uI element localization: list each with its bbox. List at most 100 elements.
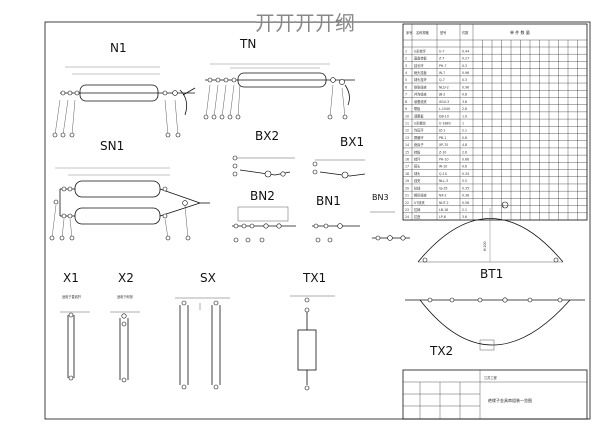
assembly-sn1: SN1 — [49, 139, 210, 241]
bom-cell-r15-c1: 15 — [405, 150, 409, 154]
bom-cell-r8-c1: 8 — [405, 100, 407, 104]
label-sn1: SN1 — [100, 139, 124, 153]
bom-header-count: 件数 — [462, 30, 469, 35]
bom-cell-r9-c3: L-1040 — [439, 107, 450, 111]
assembly-bx1: BX1 — [312, 135, 366, 179]
bom-cell-r5-c4: 0.3 — [462, 78, 467, 82]
bom-cell-r22-c3: NUT-2 — [439, 201, 449, 205]
bom-cell-r16-c2: 挂环 — [414, 157, 420, 162]
bom-cell-r8-c4: 3.8 — [462, 100, 467, 104]
label-tn: TN — [239, 37, 256, 51]
bom-cell-r24-c3: LP-6 — [439, 215, 446, 219]
bom-cell-r20-c1: 20 — [405, 186, 409, 190]
bom-cell-r2-c2: 直角挂板 — [414, 56, 428, 61]
bom-cell-r21-c2: 楔形线夹 — [414, 193, 428, 198]
bom-header-model: 型号 — [440, 30, 446, 35]
label-bn2: BN2 — [250, 189, 275, 203]
bt1-arc — [417, 218, 564, 263]
label-bn3: BN3 — [372, 193, 389, 202]
bom-cell-r20-c4: 0.35 — [462, 186, 469, 190]
bom-cell-r11-c3: U-1880 — [439, 121, 451, 125]
bom-cell-r11-c2: U形螺丝 — [414, 120, 427, 125]
bom-cell-r11-c4: 1 — [462, 121, 464, 125]
bom-cell-r10-c4: 1.9 — [462, 114, 467, 118]
label-x2: X2 — [118, 271, 134, 285]
assembly-tn: TN — [203, 37, 355, 120]
bom-cell-r4-c2: 碗头挂板 — [414, 70, 428, 75]
title-project: 江苏工程 — [484, 375, 498, 380]
bom-cell-r1-c1: 1 — [405, 49, 407, 53]
bom-cell-r10-c1: 10 — [405, 114, 409, 118]
bom-table-frame — [402, 23, 588, 221]
bom-cell-r22-c1: 22 — [405, 201, 409, 205]
bom-cell-r6-c2: 耐张线夹 — [414, 84, 428, 89]
bom-cell-r6-c1: 6 — [405, 85, 407, 89]
bom-cell-r11-c1: 11 — [405, 121, 409, 125]
bom-cell-r9-c4: 2.8 — [462, 107, 467, 111]
bom-cell-r23-c4: 2.1 — [462, 208, 467, 212]
bom-cell-r23-c1: 23 — [405, 208, 409, 212]
bom-cell-r16-c4: 0.66 — [462, 158, 469, 162]
label-sx: SX — [200, 271, 216, 285]
insulator-tx1 — [297, 329, 317, 371]
bt1-callout: 1 — [502, 204, 504, 208]
bom-cell-r13-c3: PB-1 — [439, 136, 446, 140]
bom-cell-r14-c4: 4.8 — [462, 143, 467, 147]
bom-cell-r2-c3: Z-7 — [439, 57, 444, 61]
assembly-tx1: TX1 — [290, 271, 335, 391]
bom-cell-r24-c4: 3.6 — [462, 215, 467, 219]
assembly-bt1: 1 H:200 BT1 — [417, 201, 564, 281]
label-n1: N1 — [110, 41, 127, 55]
bom-cell-r8-c3: XGU-3 — [439, 100, 449, 104]
insulator-string-sn1-lower — [74, 207, 161, 225]
bom-cell-r18-c3: Q-10 — [439, 172, 447, 176]
bom-cell-r7-c4: 0.8 — [462, 93, 467, 97]
bom-cell-r12-c4: 2.1 — [462, 129, 467, 133]
bom-cell-r3-c1: 3 — [405, 64, 407, 68]
bt1-dimension: H:200 — [483, 241, 487, 251]
bom-cell-r9-c2: 联板 — [414, 106, 421, 111]
x1-note: 适用于直线杆 — [62, 294, 82, 299]
bom-cell-r10-c2: 调整板 — [414, 113, 424, 118]
bom-cell-r1-c3: U-7 — [439, 49, 445, 53]
bom-cell-r3-c4: 0.3 — [462, 64, 467, 68]
bom-cell-r13-c4: 0.8 — [462, 136, 467, 140]
bom-cell-r14-c2: 绝缘子 — [414, 142, 424, 147]
bom-cell-r22-c4: 0.56 — [462, 201, 469, 205]
bom-cell-r5-c2: 球头挂环 — [414, 77, 427, 82]
bom-cell-r4-c4: 0.96 — [462, 71, 469, 75]
assembly-bn3: BN3 — [370, 193, 410, 241]
bom-cell-r9-c1: 9 — [405, 107, 407, 111]
bom-cell-r24-c1: 24 — [405, 215, 409, 219]
bom-cell-r18-c2: 球头 — [414, 171, 421, 176]
bom-cell-r20-c3: GJ-35 — [439, 186, 448, 190]
label-bt1: BT1 — [480, 267, 503, 281]
bom-cell-r21-c4: 0.38 — [462, 194, 469, 198]
bom-cell-r1-c2: U形挂环 — [414, 48, 426, 53]
bom-cell-r19-c2: 线夹 — [414, 178, 421, 183]
bom-cell-r16-c1: 16 — [405, 158, 409, 162]
bom-cell-r13-c1: 13 — [405, 136, 409, 140]
label-bn1: BN1 — [316, 194, 341, 208]
bom-cell-r3-c3: PH-7 — [439, 64, 447, 68]
bom-cell-r18-c4: 0.34 — [462, 172, 469, 176]
bom-header-no: 序号 — [406, 30, 412, 35]
watermark-text: 开开开开纲 — [255, 11, 355, 35]
bom-cell-r7-c3: JB-2 — [438, 93, 445, 97]
bom-cell-r21-c1: 21 — [405, 194, 409, 198]
bom-cell-r20-c2: 拉线 — [414, 185, 421, 190]
bom-header-qty: 单 件 数 量 — [510, 29, 530, 35]
bom-cell-r7-c1: 7 — [405, 93, 407, 97]
bom-cell-r13-c2: 屏蔽环 — [414, 135, 424, 140]
bom-cell-r19-c4: 5.5 — [462, 179, 467, 183]
bom-cell-r19-c1: 19 — [405, 179, 409, 183]
bom-cell-r17-c1: 17 — [405, 165, 409, 169]
bom-cell-r24-c2: 拉盘 — [414, 214, 421, 219]
assembly-tx2: TX2 — [405, 297, 585, 358]
bom-cell-r2-c4: 0.27 — [462, 57, 469, 61]
label-tx1: TX1 — [302, 271, 326, 285]
bom-cell-r18-c1: 18 — [405, 172, 409, 176]
